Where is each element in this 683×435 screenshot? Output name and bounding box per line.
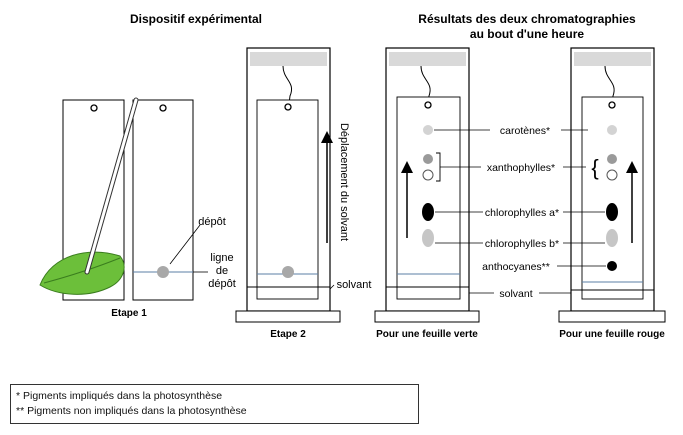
title-dispositif: Dispositif expérimental [130, 12, 262, 26]
solvant-label-left: solvant [337, 279, 372, 291]
anthocyanes-label: anthocyanes** [482, 261, 550, 273]
rouge-xanthophylle-spot-2 [606, 169, 618, 181]
feuille-rouge-group: Pour une feuille rouge [558, 47, 666, 340]
etape2-paper [256, 99, 319, 300]
deplacement-label: Déplacement du solvant [338, 123, 350, 241]
title-resultats-line1: Résultats des deux chromatographies [418, 12, 636, 26]
feuille-rouge-label: Pour une feuille rouge [559, 329, 665, 340]
rouge-chlorophylle-b-spot [606, 229, 618, 247]
verte-hook [420, 65, 431, 105]
etape1-group: dépôt ligne de dépôt Etape 1 [39, 97, 236, 319]
feuille-verte-label: Pour une feuille verte [376, 329, 478, 340]
rouge-xanthophylle-spot-1 [607, 154, 617, 164]
rouge-base [558, 310, 666, 323]
title-resultats-line2: au bout d'une heure [470, 27, 585, 41]
verte-carotenes-spot [423, 125, 433, 135]
chlorophylles-b-label: chlorophylles b* [485, 238, 559, 250]
etape2-hole [284, 103, 292, 111]
legend-line-2: ** Pigments non impliqués dans la photos… [16, 405, 247, 417]
solvant-leader-left [329, 284, 335, 290]
carotenes-label: carotènes* [500, 125, 550, 137]
ligne-label-1: ligne [210, 252, 233, 264]
chlorophylles-a-label: chlorophylles a* [485, 207, 559, 219]
footnote-legend: * Pigments impliqués dans la photosynthè… [10, 384, 419, 424]
verte-hole [424, 101, 432, 109]
xanthophylles-label: xanthophylles* [487, 162, 555, 174]
etape2-depot-spot [282, 266, 294, 278]
solvant-label-right: solvant [499, 288, 532, 300]
rouge-cap [574, 52, 651, 66]
leaf-icon [39, 251, 125, 295]
pigment-labels: carotènes* xanthophylles* { chlorophylle… [434, 125, 606, 300]
etape1-hole-left [90, 104, 98, 112]
etape2-base [235, 310, 341, 323]
leaf-vein [43, 257, 121, 284]
ligne-label-3: dépôt [208, 278, 236, 290]
rouge-hole [608, 101, 616, 109]
ligne-label-2: de [216, 265, 228, 277]
rouge-hook [604, 65, 615, 105]
etape2-hook [282, 65, 292, 105]
etape2-group: Déplacement du solvant solvant Etape 2 [235, 47, 372, 340]
feuille-verte-group: Pour une feuille verte [374, 47, 480, 340]
depot-label: dépôt [198, 216, 226, 228]
rouge-carotenes-spot [607, 125, 617, 135]
xanthophylles-brace-right: { [591, 155, 598, 180]
verte-xanthophylle-spot-1 [423, 154, 433, 164]
etape1-hole-right [159, 104, 167, 112]
verte-chlorophylle-a-spot [422, 203, 434, 221]
verte-chlorophylle-b-spot [422, 229, 434, 247]
etape2-label: Etape 2 [270, 329, 306, 340]
rouge-anthocyanes-spot [607, 261, 617, 271]
rouge-chlorophylle-a-spot [606, 203, 618, 221]
verte-xanthophylle-spot-2 [422, 169, 434, 181]
verte-base [374, 310, 480, 323]
glass-rod-inner [85, 98, 138, 274]
verte-cap [389, 52, 466, 66]
legend-line-1: * Pigments impliqués dans la photosynthè… [16, 390, 223, 402]
etape2-cap [250, 52, 327, 66]
etape1-label: Etape 1 [111, 308, 147, 319]
depot-leader [169, 224, 201, 265]
depot-spot [157, 266, 169, 278]
